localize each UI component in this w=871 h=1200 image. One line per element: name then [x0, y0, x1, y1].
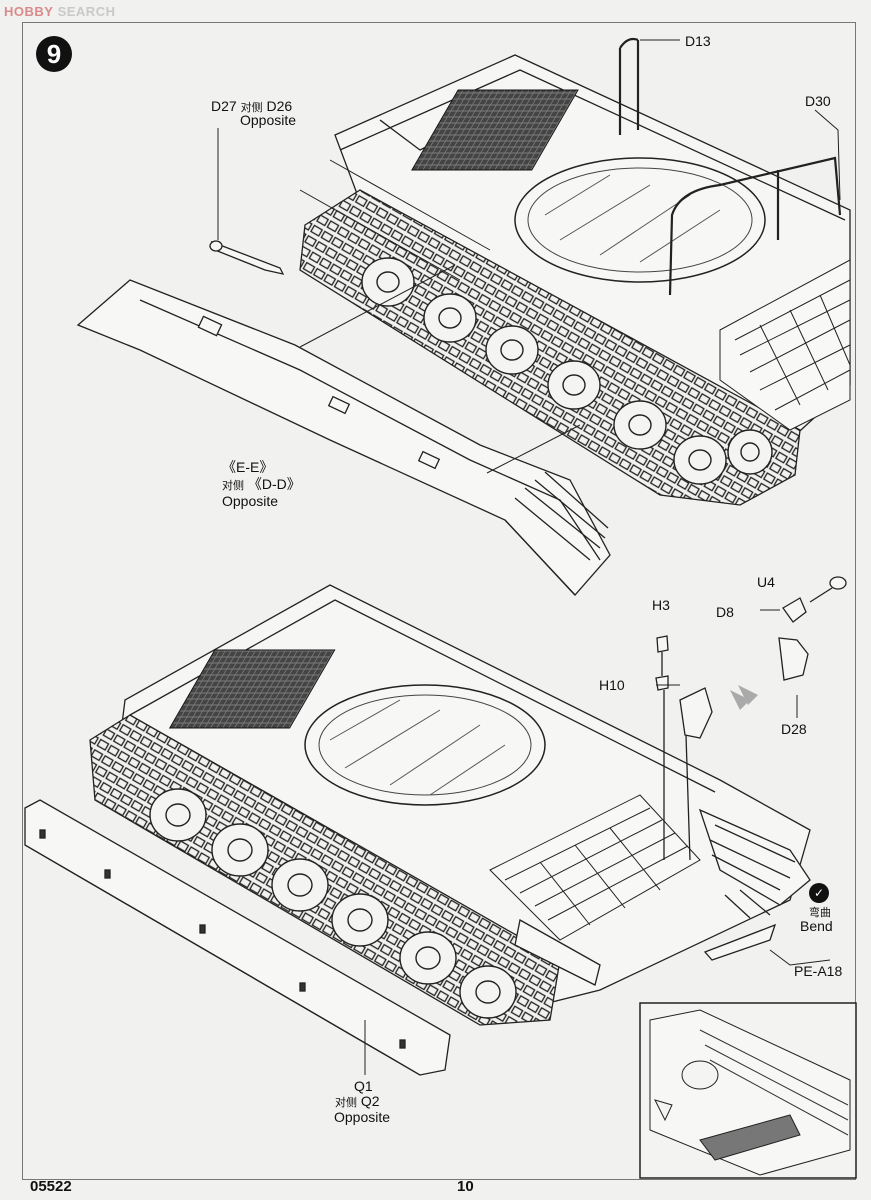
part-h3	[655, 635, 669, 860]
upper-fender	[76, 279, 611, 596]
label-opposite-cn-q2: 对侧	[335, 1097, 357, 1109]
detail-inset	[639, 1002, 857, 1179]
leader-lines	[217, 39, 841, 1075]
page-frame	[22, 22, 856, 1180]
part-u4-d8	[778, 576, 847, 681]
label-u4: U4	[757, 574, 775, 590]
label-bend-cn: 弯曲	[809, 907, 831, 919]
engine-grill	[411, 89, 579, 171]
turret-ring	[514, 157, 766, 283]
label-d28: D28	[781, 721, 807, 737]
label-d27: D27	[211, 98, 237, 114]
label-opposite-cn-d26: 对侧	[240, 102, 263, 114]
label-d30: D30	[805, 93, 831, 109]
label-d26: D26	[266, 98, 293, 114]
label-ee: 《E-E》	[222, 459, 274, 475]
check-icon: ✓	[809, 883, 829, 903]
label-opposite-2: Opposite	[222, 493, 279, 509]
upper-era-blocks	[719, 259, 851, 431]
lower-era-blocks	[489, 794, 701, 941]
label-h3: H3	[652, 597, 670, 613]
label-opposite-3: Opposite	[334, 1109, 391, 1125]
lower-fender-right	[514, 808, 811, 986]
lower-turret-ring	[304, 684, 546, 806]
turret-bars	[544, 174, 721, 263]
watermark: HOBBY SEARCH	[4, 4, 116, 19]
product-code: 05522	[30, 1178, 72, 1195]
label-d8: D8	[716, 604, 734, 620]
label-pe-a18: PE-A18	[794, 963, 843, 979]
handrails	[618, 37, 842, 296]
label-opposite-cn-dd: 对侧	[222, 480, 244, 492]
label-q2-group: 对侧 Q2	[335, 1093, 380, 1111]
label-q1: Q1	[354, 1078, 373, 1094]
label-h10: H10	[599, 677, 625, 693]
lower-road-wheels	[149, 788, 517, 1019]
page-number: 10	[457, 1178, 474, 1195]
label-d27-group: D27 对侧 D26	[211, 98, 292, 116]
part-d28-bracket	[679, 687, 713, 861]
label-bend: Bend	[800, 918, 833, 934]
assembly-arrow-icon	[730, 685, 758, 710]
label-opposite-1: Opposite	[240, 112, 297, 128]
lower-engine-grill	[168, 649, 336, 729]
part-q1-skirt	[24, 799, 451, 1076]
label-dd-group: 对侧 《D-D》	[222, 476, 301, 494]
upper-track	[299, 189, 801, 506]
part-pe-a18	[703, 889, 777, 961]
label-dd: 《D-D》	[247, 476, 301, 492]
label-d13: D13	[685, 33, 711, 49]
step-badge: 9	[36, 36, 72, 72]
label-q2: Q2	[360, 1093, 380, 1109]
part-d27	[209, 240, 285, 275]
